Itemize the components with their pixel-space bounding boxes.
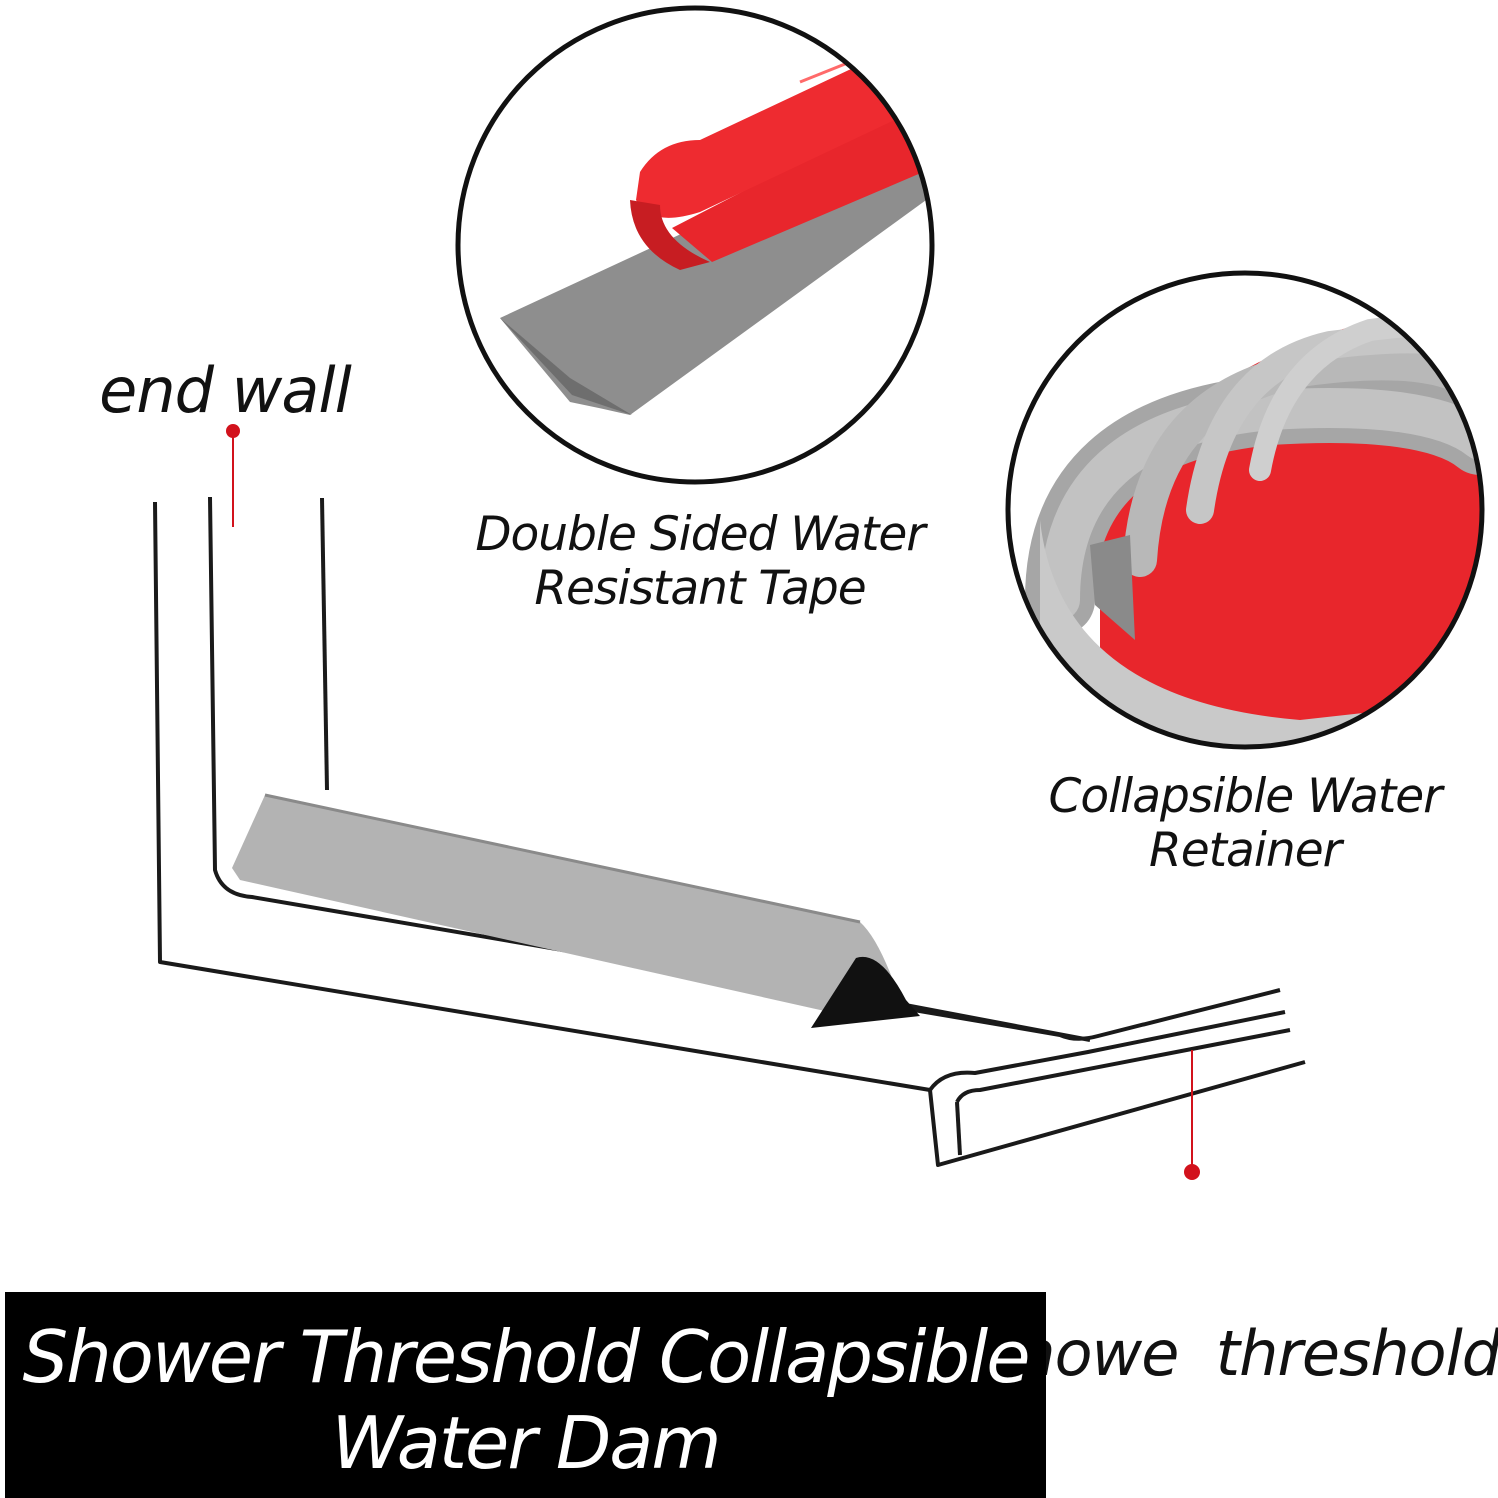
threshold-text: showe threshold <box>985 1316 1498 1390</box>
threshold-outline <box>153 496 1306 1167</box>
retainer-label-line-1: Collapsible Water <box>1048 769 1443 824</box>
tape-label-line-2: Resistant Tape <box>534 561 866 617</box>
tape-detail-circle <box>455 5 935 485</box>
end-wall-label: end wall <box>80 354 370 427</box>
water-dam-strip <box>232 793 920 1028</box>
page-title: Shower Threshold Collapsible Water Dam <box>5 1314 1046 1487</box>
end-wall-pointer <box>226 424 240 527</box>
threshold-pointer <box>1184 1050 1200 1180</box>
end-wall-text: end wall <box>99 354 352 427</box>
tape-label-line-1: Double Sided Water <box>475 507 925 562</box>
threshold-label: showe threshold <box>985 1175 1498 1460</box>
retainer-label: Collapsible Water Retainer <box>1010 769 1480 879</box>
title-banner: Shower Threshold Collapsible Water Dam <box>5 1292 1046 1498</box>
tape-label: Double Sided Water Resistant Tape <box>440 507 960 617</box>
roll-detail-circle <box>1005 270 1485 750</box>
title-line-2: Water Dam <box>331 1401 721 1486</box>
retainer-label-line-2: Retainer <box>1149 823 1342 879</box>
title-line-1: Shower Threshold Collapsible <box>22 1315 1030 1399</box>
